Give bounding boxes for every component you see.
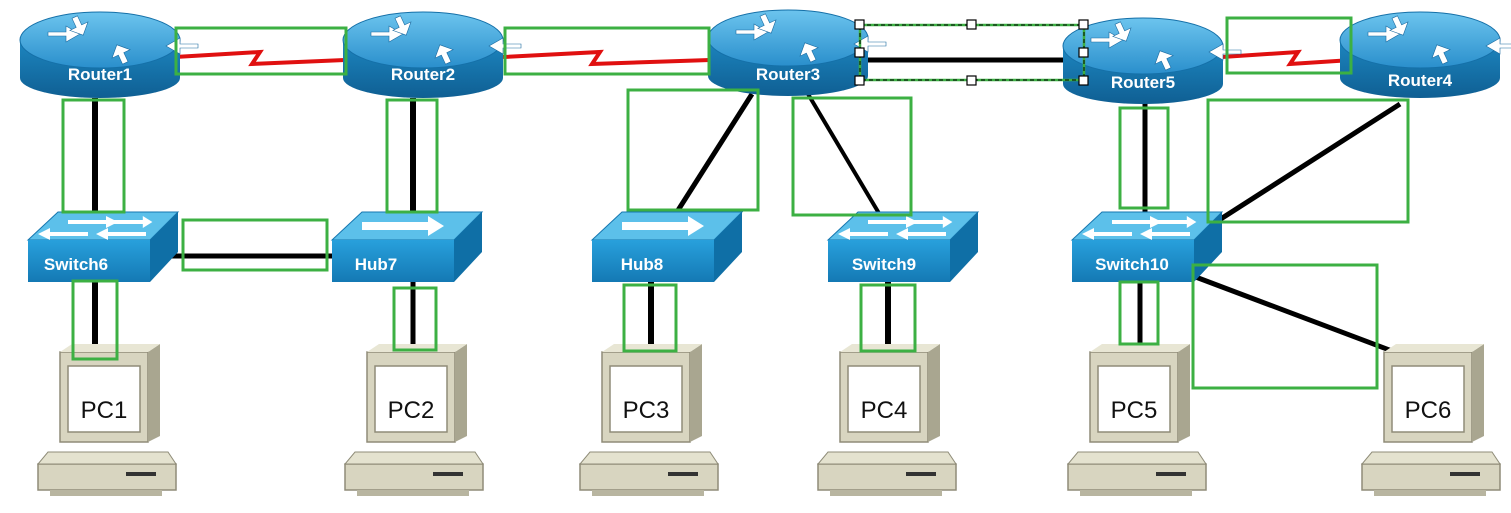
highlight-router5-switch10 [1118, 106, 1170, 210]
selection-box[interactable] [854, 19, 1089, 86]
highlight-switch10-pc6 [1191, 263, 1379, 390]
router1-label: Router1 [68, 65, 132, 84]
pc3-label: PC3 [623, 397, 670, 424]
switch6-label: Switch6 [44, 255, 108, 274]
highlight-boxes [61, 16, 1410, 390]
switch9-label: Switch9 [852, 255, 916, 274]
highlight-switch9-pc4 [859, 283, 917, 353]
pc-pc5[interactable]: PC5 [1067, 343, 1207, 497]
highlight-router1-switch6 [61, 98, 126, 214]
serial-link-router5-router4[interactable] [1221, 49, 1353, 67]
switch-switch9[interactable]: Switch9 [827, 211, 979, 283]
resize-handle-sw[interactable] [854, 75, 865, 86]
resize-handle-n[interactable] [966, 19, 977, 30]
router-router2[interactable]: Router2 [342, 11, 522, 99]
router2-label: Router2 [391, 65, 455, 84]
switch-switch6[interactable]: Switch6 [27, 211, 179, 283]
pc4-label: PC4 [861, 397, 908, 424]
pc6-label: PC6 [1405, 397, 1452, 424]
resize-handle-s[interactable] [966, 75, 977, 86]
highlight-router2-router3 [503, 26, 711, 76]
resize-handle-se[interactable] [1078, 75, 1089, 86]
highlight-router2-hub7 [385, 98, 439, 214]
pc-pc2[interactable]: PC2 [344, 343, 484, 497]
hub7-label: Hub7 [355, 255, 398, 274]
switch10-label: Switch10 [1095, 255, 1169, 274]
router-router5[interactable]: Router5 [1062, 17, 1242, 105]
highlight-switch6-pc1 [71, 279, 119, 361]
hub8-label: Hub8 [621, 255, 664, 274]
link-router3-switch9[interactable] [806, 92, 882, 217]
highlight-router3-hub8 [626, 88, 760, 212]
router5-label: Router5 [1111, 73, 1175, 92]
router-router4[interactable]: Router4 [1339, 11, 1511, 99]
hub-hub8[interactable]: Hub8 [591, 211, 743, 283]
highlight-router5-router4 [1225, 16, 1353, 75]
highlight-switch6-hub7 [181, 218, 329, 272]
serial-link-router1-router2[interactable] [174, 49, 346, 67]
resize-handle-w[interactable] [854, 47, 865, 58]
link-router4-switch10[interactable] [1214, 101, 1402, 225]
links [92, 49, 1402, 357]
resize-handle-nw[interactable] [854, 19, 865, 30]
pc-pc1[interactable]: PC1 [37, 343, 177, 497]
highlight-switch10-pc5 [1118, 280, 1160, 346]
hub-hub7[interactable]: Hub7 [331, 211, 483, 283]
link-switch10-pc6[interactable] [1192, 273, 1401, 357]
router-router1[interactable]: Router1 [19, 11, 199, 99]
switch-switch10[interactable]: Switch10 [1071, 211, 1223, 283]
highlight-hub7-pc2 [392, 286, 438, 352]
pc1-label: PC1 [81, 397, 128, 424]
resize-handle-ne[interactable] [1078, 19, 1089, 30]
highlight-router4-switch10 [1206, 98, 1410, 224]
pc5-label: PC5 [1111, 397, 1158, 424]
pc-pc6[interactable]: PC6 [1361, 343, 1501, 497]
highlight-hub8-pc3 [622, 283, 678, 353]
router3-label: Router3 [756, 65, 820, 84]
serial-link-router2-router3[interactable] [502, 49, 711, 67]
highlight-router3-switch9 [791, 96, 913, 217]
pc2-label: PC2 [388, 397, 435, 424]
router4-label: Router4 [1388, 71, 1453, 90]
pc-pc3[interactable]: PC3 [579, 343, 719, 497]
link-router3-hub8[interactable] [672, 92, 755, 217]
router-router3[interactable]: Router3 [707, 9, 887, 97]
highlight-router1-router2 [174, 26, 348, 76]
resize-handle-e[interactable] [1078, 47, 1089, 58]
pc-pc4[interactable]: PC4 [817, 343, 957, 497]
